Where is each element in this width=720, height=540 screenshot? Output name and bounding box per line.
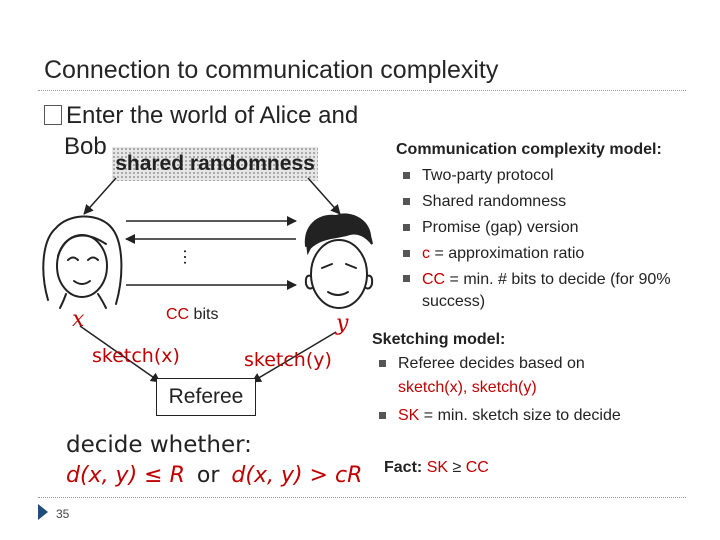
condition-or: or bbox=[196, 463, 220, 488]
sketch-y-label: sketch(y) bbox=[244, 349, 332, 371]
referee-box: Referee bbox=[156, 378, 256, 416]
intro-bullet-continuation: Bob bbox=[64, 133, 107, 160]
square-bullet-icon bbox=[403, 275, 410, 282]
fact-statement: Fact: SK ≥ CC bbox=[384, 459, 489, 476]
square-bullet-icon bbox=[379, 412, 386, 419]
randomness-to-bob-arrow bbox=[307, 177, 341, 215]
cc-bits-suffix: bits bbox=[189, 306, 219, 323]
condition-close: d(x, y) ≤ R bbox=[66, 463, 185, 488]
square-bullet-icon bbox=[403, 224, 410, 231]
cc-model-item: c = approximation ratio bbox=[396, 241, 706, 267]
sketching-model-item: SK = min. sketch size to decide bbox=[372, 404, 692, 428]
shared-randomness-box: shared randomness bbox=[112, 147, 318, 181]
title-divider bbox=[38, 90, 686, 91]
square-bullet-icon bbox=[379, 360, 386, 367]
decide-whether-label: decide whether: bbox=[66, 432, 252, 458]
square-bullet-icon bbox=[403, 172, 410, 179]
sketch-y-arrow bbox=[251, 331, 337, 383]
square-bullet-icon bbox=[403, 198, 410, 205]
cc-bits-cc: CC bbox=[166, 306, 190, 323]
condition-far: d(x, y) > cR bbox=[231, 463, 363, 488]
cc-model-panel: Communication complexity model: Two-part… bbox=[396, 137, 706, 313]
slide-title: Connection to communication complexity bbox=[44, 56, 499, 84]
alice-avatar bbox=[42, 215, 123, 309]
sketching-model-panel: Sketching model: Referee decides based o… bbox=[372, 328, 692, 428]
sketch-x-arrow bbox=[79, 325, 161, 383]
randomness-to-alice-arrow bbox=[83, 177, 117, 215]
bob-avatar bbox=[304, 213, 374, 309]
more-messages-ellipsis: … bbox=[180, 248, 200, 266]
cc-model-item: CC = min. # bits to decide (for 90% succ… bbox=[396, 267, 706, 313]
alice-input-label: x bbox=[72, 307, 85, 332]
intro-bullet: Enter the world of Alice and bbox=[44, 101, 358, 131]
sketching-model-heading: Sketching model: bbox=[372, 331, 506, 348]
cc-model-item: Promise (gap) version bbox=[396, 215, 706, 241]
intro-bullet-text: Enter the world of Alice and bbox=[66, 102, 359, 129]
bob-input-label: y bbox=[336, 311, 349, 336]
square-bullet-icon bbox=[403, 250, 410, 257]
decision-condition: d(x, y) ≤ R or d(x, y) > cR bbox=[66, 463, 362, 488]
cc-model-heading: Communication complexity model: bbox=[396, 141, 662, 158]
checkbox-bullet-icon bbox=[44, 105, 62, 125]
page-number: 35 bbox=[56, 507, 70, 521]
cc-model-item: Shared randomness bbox=[396, 189, 706, 215]
sketch-x-label: sketch(x) bbox=[92, 345, 180, 367]
cc-bits-label: CC bits bbox=[166, 306, 218, 324]
cc-model-item: Two-party protocol bbox=[396, 163, 706, 189]
footer-divider bbox=[38, 497, 686, 498]
page-marker-icon bbox=[38, 504, 48, 520]
